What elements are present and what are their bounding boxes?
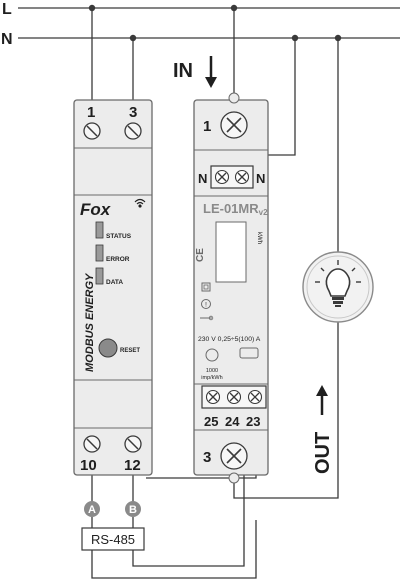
comm-terminal-24: 24 [225, 414, 240, 429]
meter-model: LE-01MRv2 [203, 201, 268, 217]
screw-terminal-icon [214, 169, 230, 185]
status-led-label: STATUS [106, 233, 132, 240]
svg-text:!: ! [205, 303, 207, 309]
meter-imp-unit: imp/kWh [201, 375, 222, 381]
arrow-up-icon [316, 385, 328, 415]
fox-brand: Fox [80, 200, 112, 219]
data-led-label: DATA [106, 279, 123, 286]
ce-mark-icon: CE [195, 248, 206, 262]
fox-top-terminal-3: 3 [129, 104, 137, 121]
fox-module: 1 3 Fox STATUS ERROR DATA MODBUS ENERGY … [73, 99, 153, 476]
arrow-down-icon [205, 56, 217, 88]
comm-terminal-23: 23 [246, 414, 260, 429]
screw-terminal-icon [83, 435, 101, 453]
error-led-label: ERROR [106, 256, 130, 263]
in-label: IN [173, 60, 193, 82]
screw-terminal-icon [124, 122, 142, 140]
meter-rating: 230 V 0,25÷5(100) A [198, 336, 261, 343]
screw-terminal-icon [205, 389, 221, 405]
lightbulb-icon [302, 251, 374, 323]
meter-model-suffix: v2 [259, 208, 268, 217]
badge-b [125, 501, 141, 517]
meter-led [205, 348, 219, 362]
badge-a-label: A [88, 504, 96, 516]
meter-optical-port [239, 347, 259, 359]
rs485-box [81, 527, 145, 551]
kwh-label: kWh [256, 232, 262, 244]
screw-terminal-icon [247, 389, 263, 405]
screw-terminal-icon [124, 435, 142, 453]
screw-terminal-icon [220, 442, 248, 470]
badge-a [84, 501, 100, 517]
rs485-label: RS-485 [91, 532, 135, 547]
meter-imp-value: 1000 [206, 368, 218, 374]
meter-n-right: N [256, 171, 265, 186]
rs485-bus: A B RS-485 [81, 501, 145, 551]
warning-icon: ! [201, 299, 211, 309]
line-N-label: N [1, 31, 13, 48]
meter-model-name: LE-01MR [203, 201, 259, 216]
line-L-label: L [2, 1, 12, 18]
meter-n-left: N [198, 171, 207, 186]
screw-terminal-icon [83, 122, 101, 140]
data-led [95, 267, 104, 285]
reset-button [98, 338, 118, 358]
comm-terminal-25: 25 [204, 414, 218, 429]
meter-display [215, 221, 247, 283]
reset-label: RESET [120, 348, 140, 354]
supply-lines [18, 7, 400, 39]
fox-bottom-terminal-10: 10 [80, 457, 97, 474]
screw-terminal-icon [234, 169, 250, 185]
junction-dots [88, 4, 342, 42]
meter-terminal-1-label: 1 [203, 118, 211, 135]
error-led [95, 244, 104, 262]
status-led [95, 221, 104, 239]
double-insulation-icon [201, 282, 211, 292]
wifi-icon [134, 198, 146, 208]
fox-module-body [73, 99, 153, 476]
meter-terminal-3-label: 3 [203, 449, 211, 466]
out-label: OUT [312, 432, 334, 474]
screw-terminal-icon [226, 389, 242, 405]
badge-b-label: B [129, 504, 137, 516]
screw-terminal-icon [220, 111, 248, 139]
energy-meter: 1 N N LE-01MRv2 kWh CE ! [193, 92, 269, 484]
fox-side-text: MODBUS ENERGY [84, 272, 96, 372]
fox-top-terminal-1: 1 [87, 104, 95, 121]
fox-bottom-terminal-12: 12 [124, 457, 141, 474]
